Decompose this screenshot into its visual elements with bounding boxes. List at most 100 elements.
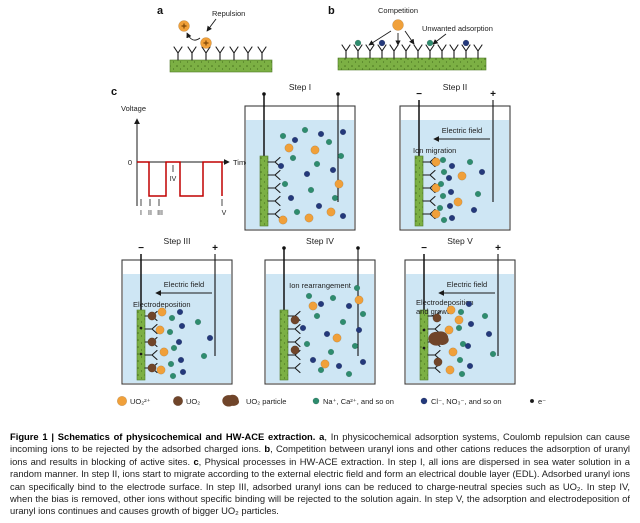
ions-step-4 (290, 284, 367, 378)
uo2-species (432, 313, 442, 323)
legend-item-uo2: UO₂ (172, 396, 200, 407)
step-4-title: Step IV (306, 236, 334, 246)
anion-ion (345, 302, 353, 310)
negative-sign: − (421, 243, 427, 254)
caption-b-text: , Competition between uranyl ions and ot… (10, 443, 630, 467)
receptor-group (341, 44, 483, 59)
electron (139, 326, 143, 330)
anion-ion (303, 170, 311, 178)
caption-c-label: c (193, 455, 199, 467)
cation-ion (455, 324, 463, 332)
uranyl-ion (334, 179, 344, 189)
cation-ion (313, 312, 321, 320)
repulsion-bounce-arrow (186, 32, 201, 41)
uranyl-ion (304, 213, 314, 223)
cation-ion (351, 342, 359, 350)
competing-uranyl-ion (392, 19, 404, 31)
uo2-species (433, 357, 443, 367)
uranyl-ion (159, 347, 169, 357)
figure-caption: Figure 1 | Schematics of physicochemical… (0, 423, 640, 518)
cation-ion (289, 154, 297, 162)
anion-ion (277, 162, 285, 170)
cation-ion (327, 348, 335, 356)
uo2-particle (428, 331, 449, 346)
uranyl-ion (431, 209, 441, 219)
negative-sign: − (138, 243, 144, 254)
anion-ion (355, 326, 363, 334)
voltage-waveform (137, 161, 223, 197)
step-4-beaker: Step IV Ion rearrangement (264, 236, 376, 385)
cation-ion (170, 344, 178, 352)
electric-field-label: Electric field (164, 280, 204, 289)
cation-ion (194, 318, 202, 326)
ion-rearrangement-label: Ion rearrangement (289, 281, 352, 290)
cation-ion (281, 180, 289, 188)
uranyl-ion (157, 307, 167, 317)
electrodeposition-growth-label-line2: and growth (416, 307, 453, 316)
vessel (244, 105, 356, 231)
ions-step-2 (431, 156, 486, 224)
cation-ion (313, 160, 321, 168)
figure-canvas: a Repulsion b Competition Unwanted adsor… (111, 5, 546, 407)
ions-step-1 (277, 126, 347, 225)
uranyl-ion (155, 325, 165, 335)
anion-ion (465, 300, 473, 308)
vessel (404, 259, 516, 385)
legend-item-electron: e⁻ (529, 397, 546, 406)
uranyl-ion (445, 365, 455, 375)
cation-ion (325, 138, 333, 146)
step-1-beaker: Step I (244, 82, 356, 231)
receptor-group (173, 46, 267, 61)
phase-2-label: II (148, 210, 152, 217)
cation-ion (353, 284, 361, 292)
panel-a: a Repulsion (157, 5, 273, 73)
origin-label: 0 (128, 158, 132, 167)
panel-b: b Competition Unwanted adsorption (328, 5, 493, 71)
cation-ion (337, 152, 345, 160)
anion-ion (178, 322, 186, 330)
adsorbent-surface (169, 59, 273, 73)
anion-ion (299, 324, 307, 332)
cation-ion (345, 370, 353, 378)
cation-ion (303, 340, 311, 348)
repulsion-label: Repulsion (212, 9, 245, 18)
adsorbent-electrode (414, 155, 424, 227)
anion-ion (467, 320, 475, 328)
unwanted-adsorption-arrow (432, 33, 447, 45)
uranyl-ion-swatch (116, 396, 127, 407)
cation-ion (331, 194, 339, 202)
step-2-title: Step II (443, 82, 468, 92)
cation-ion (317, 366, 325, 374)
step-2-beaker: Step II − + Electric field Ion migration (399, 82, 511, 231)
caption-title: Figure 1 | Schematics of physicochemical… (10, 431, 320, 442)
cation-ion (169, 372, 177, 380)
cation-ion (359, 310, 367, 318)
anion-ion (466, 362, 474, 370)
positive-sign: + (490, 89, 496, 100)
cation-ion (307, 186, 315, 194)
anion-ion (177, 356, 185, 364)
cation-ion (166, 328, 174, 336)
uranyl-ion (332, 333, 342, 343)
competition-arrows (368, 30, 415, 46)
uranyl-ion (446, 305, 456, 315)
anion-ion (485, 330, 493, 338)
anion-ion (309, 356, 317, 364)
uranyl-ion (156, 365, 166, 375)
anion-ion (315, 202, 323, 210)
cation-ion (440, 216, 448, 224)
uranyl-ion (457, 171, 467, 181)
phase-ticks (140, 165, 223, 206)
unwanted-adsorption-label: Unwanted adsorption (422, 24, 493, 33)
anion-ion (448, 214, 456, 222)
vessel (121, 259, 233, 385)
cation-ion (456, 356, 464, 364)
caption-c-text: , Physical processes in HW-ACE extractio… (10, 455, 630, 517)
uo2-species (290, 315, 300, 325)
electron (422, 346, 426, 350)
adsorbent-electrode (259, 155, 269, 227)
anion-ion (445, 174, 453, 182)
legend-label: UO₂ (186, 397, 200, 406)
legend-label: UO₂²⁺ (130, 397, 151, 406)
step-5-beaker: Step V − + Electric field Electrodeposit… (404, 236, 516, 385)
